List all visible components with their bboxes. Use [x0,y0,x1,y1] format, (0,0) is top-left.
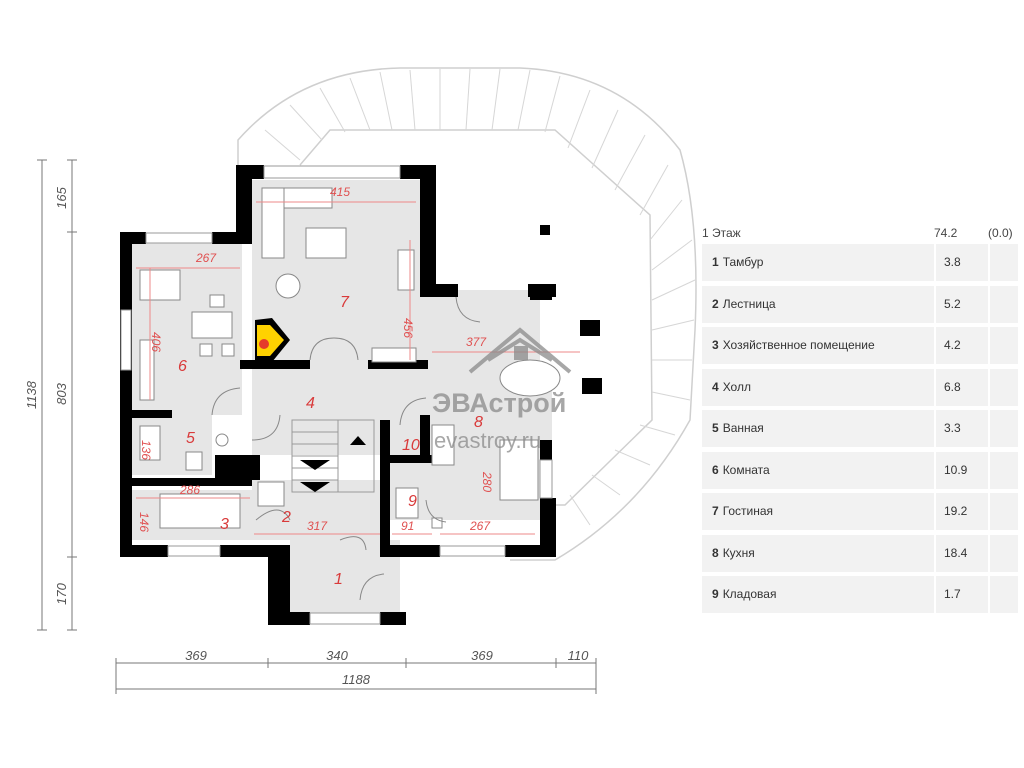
room-number-6: 6 [178,358,187,375]
room-number: 4 [712,379,719,394]
room-name: Ванная [722,421,764,435]
dim-91: 91 [401,519,414,533]
watermark-url: evastroy.ru [434,428,541,453]
room-area: 19.2 [934,493,988,530]
room-numbers: 1 2 3 4 5 6 7 8 9 10 [178,294,483,588]
room-number-8: 8 [474,414,483,431]
room-extra [988,285,1020,323]
room-area: 1.7 [934,576,988,613]
watermark: ЭВАстрой evastroy.ru [432,327,572,453]
room-number: 8 [712,545,719,560]
room-number: 9 [712,587,719,601]
dim-340: 340 [326,648,348,663]
house-logo-icon [468,327,572,374]
room-area: 18.4 [934,534,988,572]
dim-415: 415 [330,185,350,199]
stairs [291,419,375,493]
room-number-2: 2 [281,509,291,526]
room-name: Лестница [722,296,776,311]
fireplace [255,318,290,362]
dim-267-bottom: 267 [469,519,491,533]
dim-1188: 1188 [342,672,371,687]
room-extra [988,368,1020,406]
room-number-5: 5 [186,430,195,447]
room-name: Кладовая [722,587,777,601]
room-name: Комната [722,462,770,477]
room-number-10: 10 [402,437,420,454]
room-extra [988,327,1020,364]
room-number: 6 [712,462,719,477]
dim-286: 286 [179,483,200,497]
table-header: 1 Этаж 74.2 (0.0) [702,222,1018,244]
left-dimensions [37,159,77,631]
room-number: 5 [712,421,719,435]
terrace [237,67,697,561]
dim-110: 110 [568,648,589,663]
room-number: 7 [712,504,719,518]
dim-369-right: 369 [471,648,493,663]
room-area: 3.8 [934,244,988,281]
room-extra [988,576,1020,613]
room-area: 4.2 [934,327,988,364]
dim-146: 146 [137,512,151,532]
room-extra [988,451,1020,489]
dim-170: 170 [54,582,69,604]
room-name: Гостиная [722,504,774,518]
dim-165: 165 [54,186,69,208]
room-number-4: 4 [306,395,315,412]
room-area: 5.2 [934,285,988,323]
floor-plan: 415 267 406 456 377 136 286 146 317 91 2… [24,67,697,694]
room-extra [988,410,1020,447]
dim-369-left: 369 [185,648,207,663]
dim-406: 406 [149,332,163,352]
room-extra [988,244,1020,281]
room-area: 3.3 [934,410,988,447]
dim-456: 456 [401,318,415,338]
floor-label: 1 Этаж [702,226,741,240]
total-extra: (0.0) [988,226,1013,240]
room-extra [988,534,1020,572]
room-number-7: 7 [340,294,350,311]
room-number-9: 9 [408,493,417,510]
dim-317: 317 [307,519,328,533]
watermark-brand: ЭВАстрой [432,388,566,418]
walls [120,165,602,625]
dim-803: 803 [54,382,69,404]
dim-377: 377 [466,335,487,349]
room-number-1: 1 [334,571,343,588]
room-number-3: 3 [220,516,229,533]
dim-280: 280 [480,471,494,492]
inner-dimensions: 415 267 406 456 377 136 286 146 317 91 2… [137,185,494,533]
room-name: Холл [722,379,751,394]
room-number: 2 [712,296,719,311]
room-extra [988,493,1020,530]
doors [211,296,481,601]
room-name: Кухня [722,545,755,560]
room-number: 1 [712,255,719,269]
total-area: 74.2 [934,226,958,240]
room-area: 6.8 [934,368,988,406]
furniture [139,187,561,529]
dim-267-top: 267 [195,251,217,265]
room-number: 3 [712,338,719,352]
dim-1138: 1138 [24,380,39,409]
room-name: Хозяйственное помещение [722,338,875,352]
room-name: Тамбур [722,255,764,269]
bottom-dimensions [115,658,597,694]
dim-136: 136 [139,440,153,460]
room-area: 10.9 [934,451,988,489]
windows [120,165,553,625]
inner-dimension-lines [136,201,580,535]
